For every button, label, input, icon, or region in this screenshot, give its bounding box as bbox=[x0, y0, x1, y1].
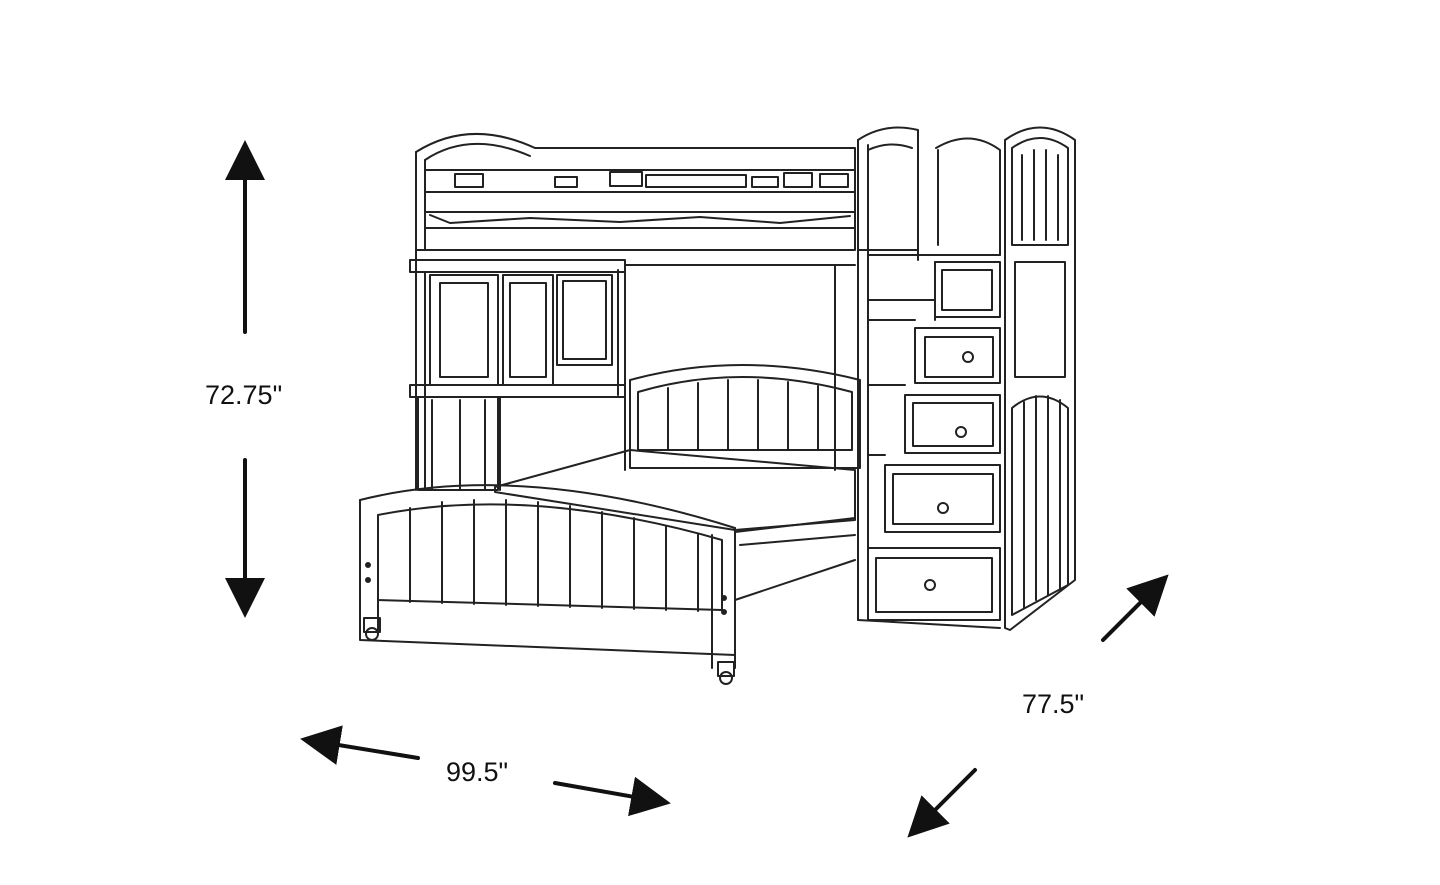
width-arrow-right bbox=[553, 776, 671, 817]
depth-arrow-down bbox=[907, 768, 977, 838]
width-arrow-left bbox=[300, 725, 420, 765]
height-dimension-label: 72.75" bbox=[205, 380, 283, 410]
caster-wheels bbox=[363, 617, 735, 685]
width-dimension-label: 99.5" bbox=[446, 757, 509, 787]
lower-opening bbox=[624, 264, 856, 471]
upper-bunk bbox=[415, 133, 856, 251]
mattress bbox=[494, 449, 856, 561]
dimension-arrows bbox=[225, 140, 1169, 838]
footboard bbox=[359, 484, 856, 669]
depth-arrow-up bbox=[1101, 574, 1169, 642]
bookcase-section bbox=[409, 151, 626, 491]
staircase bbox=[857, 126, 1001, 629]
lower-headboard bbox=[629, 364, 861, 469]
right-end-panel bbox=[1004, 126, 1076, 631]
depth-dimension-label: 77.5" bbox=[1022, 689, 1085, 719]
